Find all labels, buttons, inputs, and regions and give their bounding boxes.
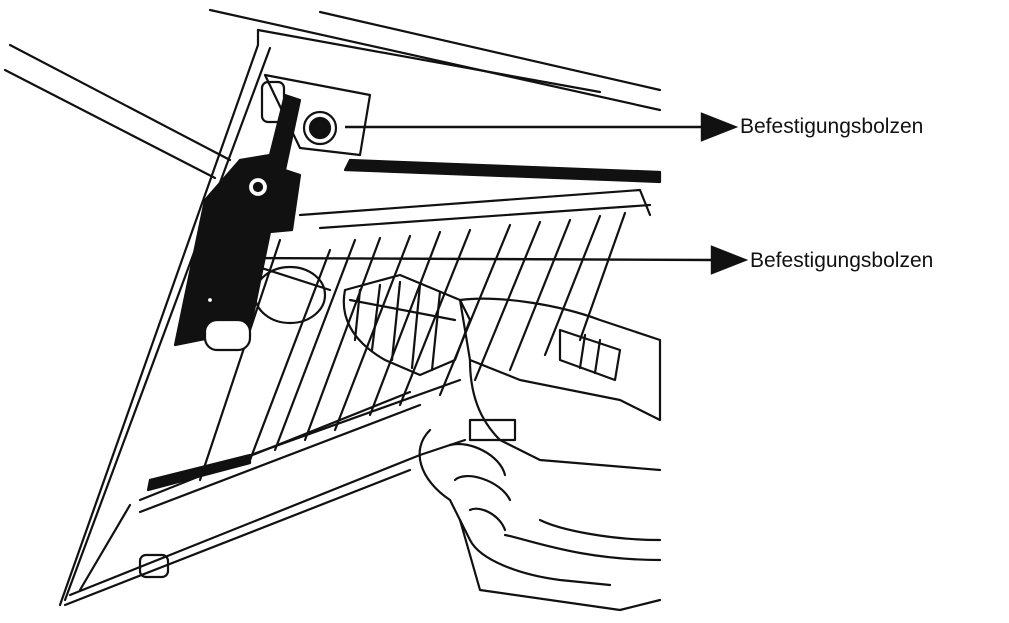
callout-label-bolt-upper: Befestigungsbolzen — [740, 115, 924, 138]
drill-chuck — [342, 273, 472, 377]
callout-leader-2 — [247, 256, 713, 262]
inner-panel — [193, 188, 652, 482]
appliance-body — [3, 8, 662, 607]
callout-arrowhead-1 — [700, 112, 739, 142]
callout-label-bolt-lower: Befestigungsbolzen — [750, 249, 934, 272]
hinge-details — [203, 175, 270, 352]
lower-bolt-area — [237, 256, 332, 325]
hand — [418, 428, 662, 612]
appliance-foot — [138, 553, 170, 579]
callout-arrowhead-2 — [710, 245, 749, 275]
drill-body — [458, 297, 662, 472]
rail-strips — [146, 158, 662, 492]
